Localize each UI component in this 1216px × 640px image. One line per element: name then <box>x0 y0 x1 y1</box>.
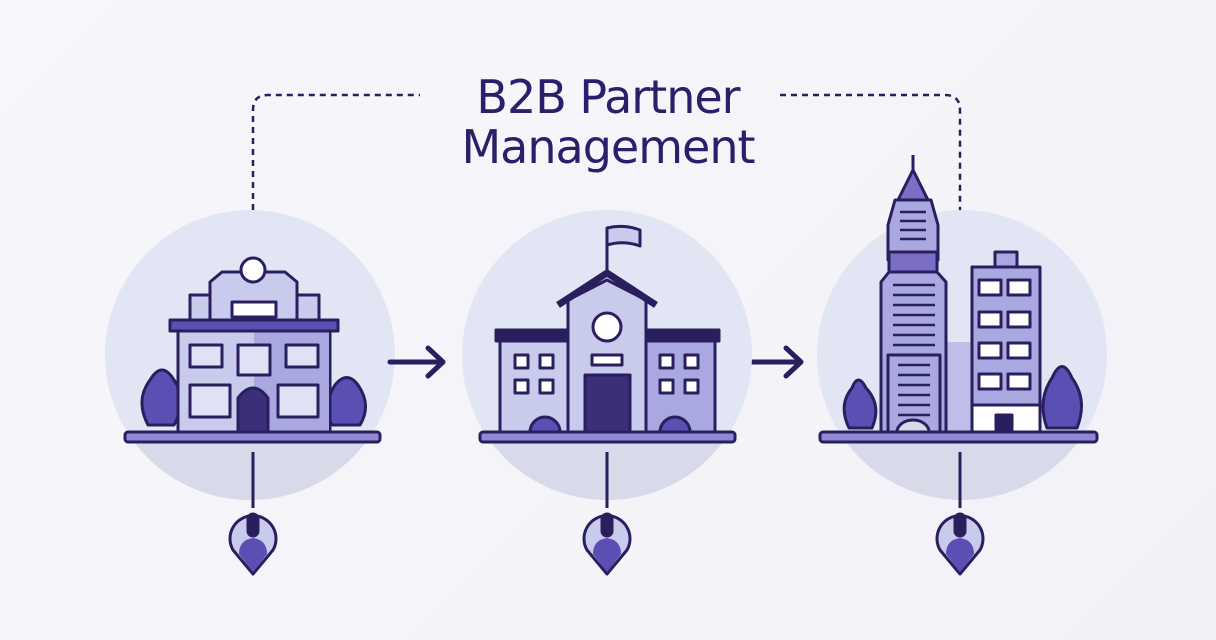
clock-icon <box>239 256 267 284</box>
title-line-1: B2B Partner <box>476 70 740 124</box>
ground <box>478 430 737 444</box>
node-corporate <box>817 155 1107 576</box>
ground <box>818 430 1099 444</box>
door <box>583 373 632 434</box>
node-institution <box>462 210 752 576</box>
tree-icon <box>1041 365 1083 430</box>
arrow-right-icon <box>743 345 804 379</box>
title-line-2: Management <box>461 120 755 174</box>
ground <box>123 430 382 444</box>
node-small-business <box>105 210 395 576</box>
door <box>236 386 270 434</box>
arrow-right-icon <box>387 345 446 379</box>
flag-icon <box>605 224 642 248</box>
tree-icon <box>842 378 878 430</box>
dashed-connector <box>251 93 962 215</box>
